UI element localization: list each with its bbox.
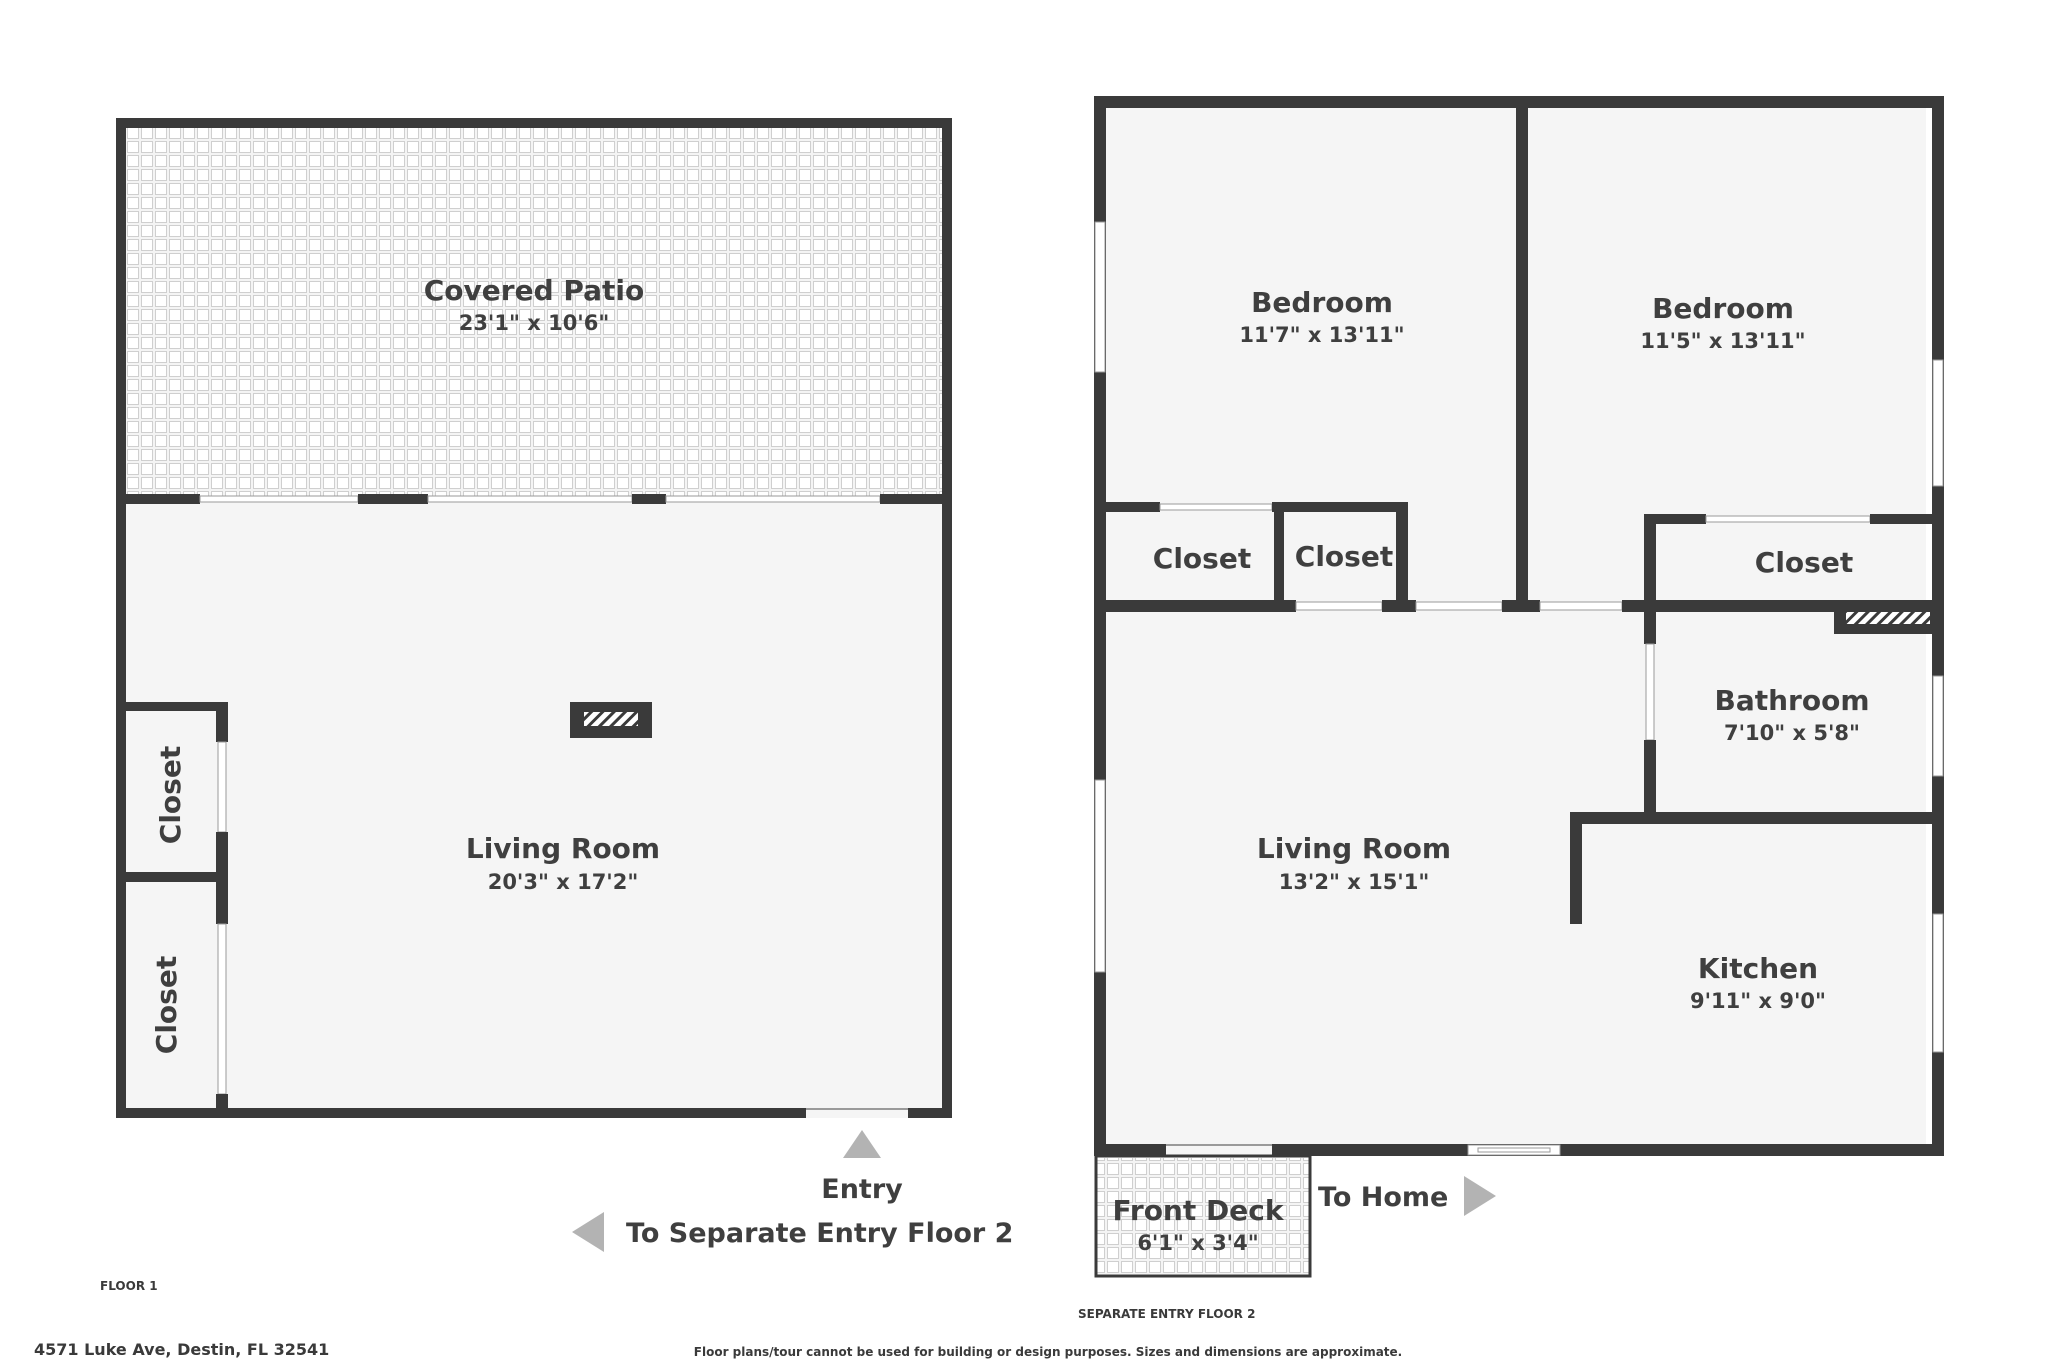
wall <box>1104 600 1296 612</box>
bedroom-right-dimensions: 11'5" x 13'11" <box>1640 329 1805 353</box>
front-door-opening <box>1166 1144 1272 1156</box>
wall <box>942 118 952 1118</box>
entry-arrow-icon <box>843 1130 881 1158</box>
bathroom-door <box>1645 643 1655 741</box>
bedroom-left-name: Bedroom <box>1251 286 1393 319</box>
separate-entry-label: To Separate Entry Floor 2 <box>626 1218 1013 1249</box>
wall <box>1272 502 1408 512</box>
wall <box>216 832 228 924</box>
closet-upper-floor <box>126 710 222 876</box>
kitchen-name: Kitchen <box>1698 952 1818 985</box>
wall <box>1094 96 1944 108</box>
wall <box>1502 600 1540 612</box>
to-home-label: To Home <box>1318 1182 1448 1213</box>
closet-c-name: Closet <box>1755 546 1853 579</box>
window <box>1932 675 1944 777</box>
wall <box>1382 600 1416 612</box>
disclaimer-text: Floor plans/tour cannot be used for buil… <box>694 1345 1402 1359</box>
covered-patio-floor <box>126 124 942 498</box>
wall <box>632 494 666 504</box>
bedroom-door <box>1415 601 1503 611</box>
wall <box>1274 502 1284 610</box>
bathroom-name: Bathroom <box>1714 684 1869 717</box>
patio-opening <box>199 495 359 503</box>
wall <box>126 702 228 711</box>
patio-opening <box>665 495 881 503</box>
entry-label: Entry <box>821 1174 903 1205</box>
living-room-1-dimensions: 20'3" x 17'2" <box>488 870 639 894</box>
closet-lower-floor <box>126 884 222 1108</box>
wall <box>116 118 952 128</box>
closet-door <box>217 741 227 833</box>
wall <box>216 702 228 742</box>
living-room-2-name: Living Room <box>1257 832 1451 865</box>
entry-threshold <box>806 1108 908 1110</box>
closet-lower-name: Closet <box>150 956 183 1054</box>
fireplace-hatch <box>584 712 638 726</box>
closet-door <box>217 923 227 1095</box>
wall <box>1644 740 1656 816</box>
wall <box>1644 514 1656 610</box>
closet-door <box>1705 515 1871 523</box>
floor-2-label: SEPARATE ENTRY FLOOR 2 <box>1078 1307 1255 1321</box>
patio-opening <box>427 495 633 503</box>
wall <box>1644 600 1656 644</box>
wall <box>1104 502 1160 512</box>
wall <box>1570 812 1934 824</box>
living-room-2-dimensions: 13'2" x 15'1" <box>1279 870 1430 894</box>
kitchen-dimensions: 9'11" x 9'0" <box>1690 989 1826 1013</box>
window <box>1932 359 1944 487</box>
vent-hatch <box>1846 612 1930 624</box>
front-deck-dimensions: 6'1" x 3'4" <box>1137 1231 1258 1255</box>
wall <box>1644 514 1706 524</box>
window-pane <box>1477 1147 1551 1153</box>
property-address: 4571 Luke Ave, Destin, FL 32541 <box>34 1340 329 1359</box>
front-deck-floor <box>1096 1158 1310 1274</box>
closet-a-name: Closet <box>1153 542 1251 575</box>
bedroom-door <box>1539 601 1623 611</box>
bathroom-dimensions: 7'10" x 5'8" <box>1724 721 1860 745</box>
living-room-1-name: Living Room <box>466 832 660 865</box>
covered-patio-name: Covered Patio <box>424 274 645 307</box>
wall <box>880 494 942 504</box>
wall <box>126 494 200 504</box>
wall <box>1870 514 1934 524</box>
window <box>1932 913 1944 1053</box>
wall <box>126 872 228 882</box>
floor-2-plan: Bedroom 11'7" x 13'11" Bedroom 11'5" x 1… <box>1078 96 1944 1321</box>
closet-b-name: Closet <box>1295 540 1393 573</box>
window <box>1094 221 1106 373</box>
wall <box>1516 104 1528 610</box>
floor-1-label: FLOOR 1 <box>100 1279 158 1293</box>
front-deck-border <box>1094 1154 1312 1278</box>
covered-patio-dimensions: 23'1" x 10'6" <box>459 311 610 335</box>
floor-2-floor <box>1104 106 1926 1146</box>
front-door-threshold <box>1166 1144 1272 1146</box>
wall <box>216 1094 228 1108</box>
wall <box>358 494 428 504</box>
window <box>1094 779 1106 973</box>
separate-entry-arrow-icon <box>572 1212 604 1252</box>
front-deck-name: Front Deck <box>1113 1194 1285 1227</box>
wall <box>1570 812 1582 924</box>
closet-door <box>1159 503 1273 511</box>
closet-door <box>1295 601 1383 611</box>
closet-upper-name: Closet <box>154 746 187 844</box>
floor-1-plan: Covered Patio 23'1" x 10'6" Living Room … <box>100 118 1013 1293</box>
living-room-floor-1 <box>126 498 942 1108</box>
bedroom-left-dimensions: 11'7" x 13'11" <box>1239 323 1404 347</box>
entry-door-opening <box>806 1108 908 1118</box>
wall <box>116 1108 952 1118</box>
wall <box>1396 502 1408 610</box>
bedroom-right-name: Bedroom <box>1652 292 1794 325</box>
wall <box>116 118 126 1118</box>
to-home-arrow-icon <box>1464 1176 1496 1216</box>
